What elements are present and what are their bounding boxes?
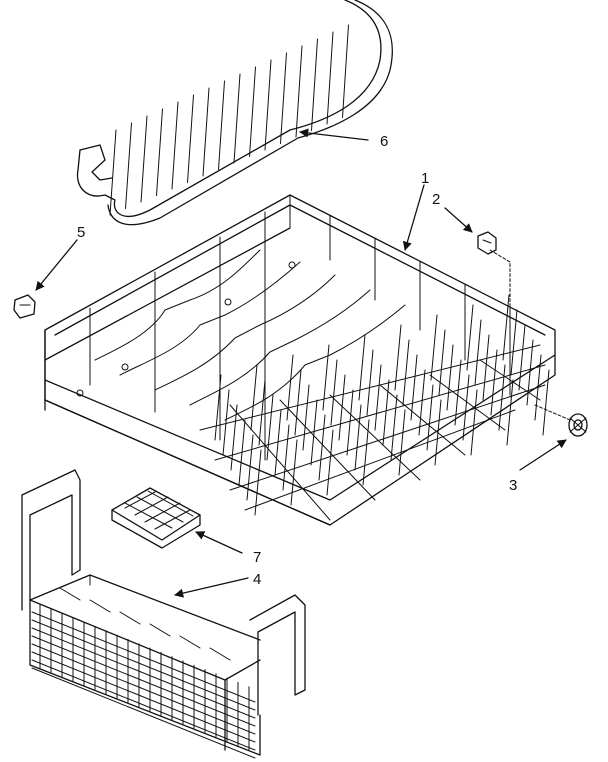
rack-clip-left bbox=[13, 294, 36, 319]
tine bbox=[109, 129, 117, 216]
callout-7: 7 bbox=[253, 549, 261, 566]
rack-tine bbox=[326, 429, 334, 496]
tine bbox=[125, 122, 132, 209]
rack-tine bbox=[502, 294, 510, 361]
rack-tine bbox=[506, 379, 514, 446]
basket-rail bbox=[31, 627, 256, 719]
basket-rail bbox=[31, 659, 256, 751]
rack-tine bbox=[290, 439, 298, 506]
rack-tine bbox=[330, 359, 338, 426]
callout-5: 5 bbox=[77, 224, 85, 241]
leader-lines bbox=[35, 128, 567, 598]
callout-1: 1 bbox=[421, 170, 429, 187]
rack-clip bbox=[477, 231, 497, 255]
basket-cover bbox=[111, 487, 201, 549]
lower-rack bbox=[44, 194, 571, 526]
rack-tine bbox=[394, 324, 402, 391]
rack-tine bbox=[346, 389, 354, 456]
callout-2: 2 bbox=[432, 191, 440, 208]
rack-tine bbox=[250, 364, 258, 431]
rack-tine bbox=[318, 414, 326, 481]
rack-tine bbox=[430, 314, 438, 381]
tine bbox=[156, 108, 163, 196]
tine bbox=[326, 31, 334, 125]
rack-tine bbox=[390, 394, 398, 461]
basket-rail bbox=[31, 619, 256, 711]
rack-tine bbox=[230, 404, 238, 471]
callout-3: 3 bbox=[509, 477, 517, 494]
rack-tine bbox=[462, 374, 470, 441]
rack-tine bbox=[374, 364, 382, 431]
rack-tine bbox=[510, 309, 518, 376]
rack-tine bbox=[482, 334, 490, 401]
rack-tine bbox=[382, 379, 390, 446]
tine bbox=[171, 101, 179, 190]
rack-tine bbox=[222, 389, 230, 456]
rack-tine bbox=[322, 344, 330, 411]
basket-rail bbox=[31, 667, 256, 759]
rack-tine bbox=[246, 434, 254, 501]
rack-tine bbox=[254, 449, 262, 516]
rack-tine bbox=[490, 349, 498, 416]
tine bbox=[202, 87, 210, 177]
rack-tine bbox=[426, 384, 434, 451]
rack-tine bbox=[526, 339, 534, 406]
rack-tine bbox=[282, 424, 290, 491]
tine bbox=[342, 24, 349, 118]
rack-tine bbox=[518, 324, 526, 391]
rack-wheel bbox=[568, 413, 588, 437]
tine bbox=[140, 115, 148, 203]
rack-tine bbox=[454, 359, 462, 426]
tine bbox=[264, 59, 272, 151]
rack-tine bbox=[366, 349, 374, 416]
rack-tine bbox=[402, 339, 410, 406]
basket-rail bbox=[31, 611, 256, 703]
tine bbox=[249, 66, 256, 157]
rack-tine bbox=[470, 389, 478, 456]
rack-tine bbox=[358, 334, 366, 401]
rack-tine bbox=[466, 304, 474, 371]
rack-tine bbox=[418, 369, 426, 436]
tine bbox=[218, 80, 225, 170]
tine-row-insert bbox=[76, 0, 393, 226]
callout-4: 4 bbox=[253, 571, 261, 588]
tine bbox=[311, 38, 318, 131]
basket-rail bbox=[31, 651, 256, 743]
rack-tine bbox=[310, 399, 318, 466]
tine bbox=[280, 52, 287, 144]
callout-6: 6 bbox=[380, 133, 388, 150]
tine bbox=[187, 94, 194, 183]
tine bbox=[295, 45, 303, 138]
rack-tine bbox=[354, 404, 362, 471]
rack-tine bbox=[446, 344, 454, 411]
rack-tine bbox=[410, 354, 418, 421]
rack-tine bbox=[294, 369, 302, 436]
rack-tine bbox=[302, 384, 310, 451]
rack-tine bbox=[286, 354, 294, 421]
silverware-basket bbox=[21, 469, 306, 759]
rack-tine bbox=[438, 329, 446, 396]
rack-tine bbox=[338, 374, 346, 441]
tine bbox=[233, 73, 241, 164]
rack-tine bbox=[214, 374, 222, 441]
rack-tine bbox=[258, 379, 266, 446]
rack-tine bbox=[474, 319, 482, 386]
rack-tine bbox=[542, 369, 550, 436]
rack-tine bbox=[398, 409, 406, 476]
basket-rail bbox=[31, 643, 256, 735]
basket-rail bbox=[31, 635, 256, 727]
rack-tine bbox=[274, 409, 282, 476]
